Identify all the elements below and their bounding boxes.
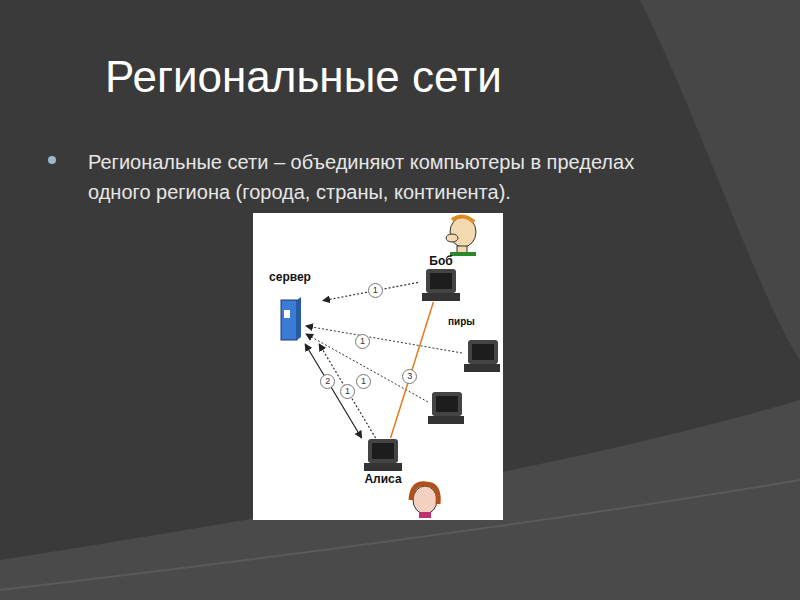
server-node: сервер — [257, 270, 323, 344]
p2p-line — [391, 302, 434, 438]
bob-face — [446, 216, 476, 256]
computer-icon — [421, 268, 461, 302]
bob-computer: Боб — [418, 254, 464, 302]
request-line — [319, 344, 375, 438]
peer-line — [306, 334, 428, 402]
bullet-text: Региональные сети – объединяют компьютер… — [88, 147, 678, 207]
alice-face — [411, 484, 438, 518]
node-text: Алиса — [352, 472, 414, 486]
request-line — [323, 282, 418, 300]
alice-computer: Алиса — [352, 438, 414, 486]
node-text: сервер — [257, 270, 323, 284]
slide-title: Региональные сети — [105, 52, 502, 102]
node-text: Боб — [418, 254, 464, 268]
peer-line — [306, 326, 462, 353]
exchange-line — [305, 344, 361, 438]
peers-label: пиры — [448, 316, 475, 327]
callout-number: 1 — [356, 374, 371, 389]
computer-icon — [363, 438, 403, 472]
peer-computer — [464, 340, 500, 372]
server-icon — [278, 296, 302, 344]
callout-number: 1 — [355, 334, 370, 349]
peer-computer — [428, 392, 464, 424]
callout-number: 1 — [368, 283, 383, 298]
callout-number: 1 — [340, 384, 355, 399]
